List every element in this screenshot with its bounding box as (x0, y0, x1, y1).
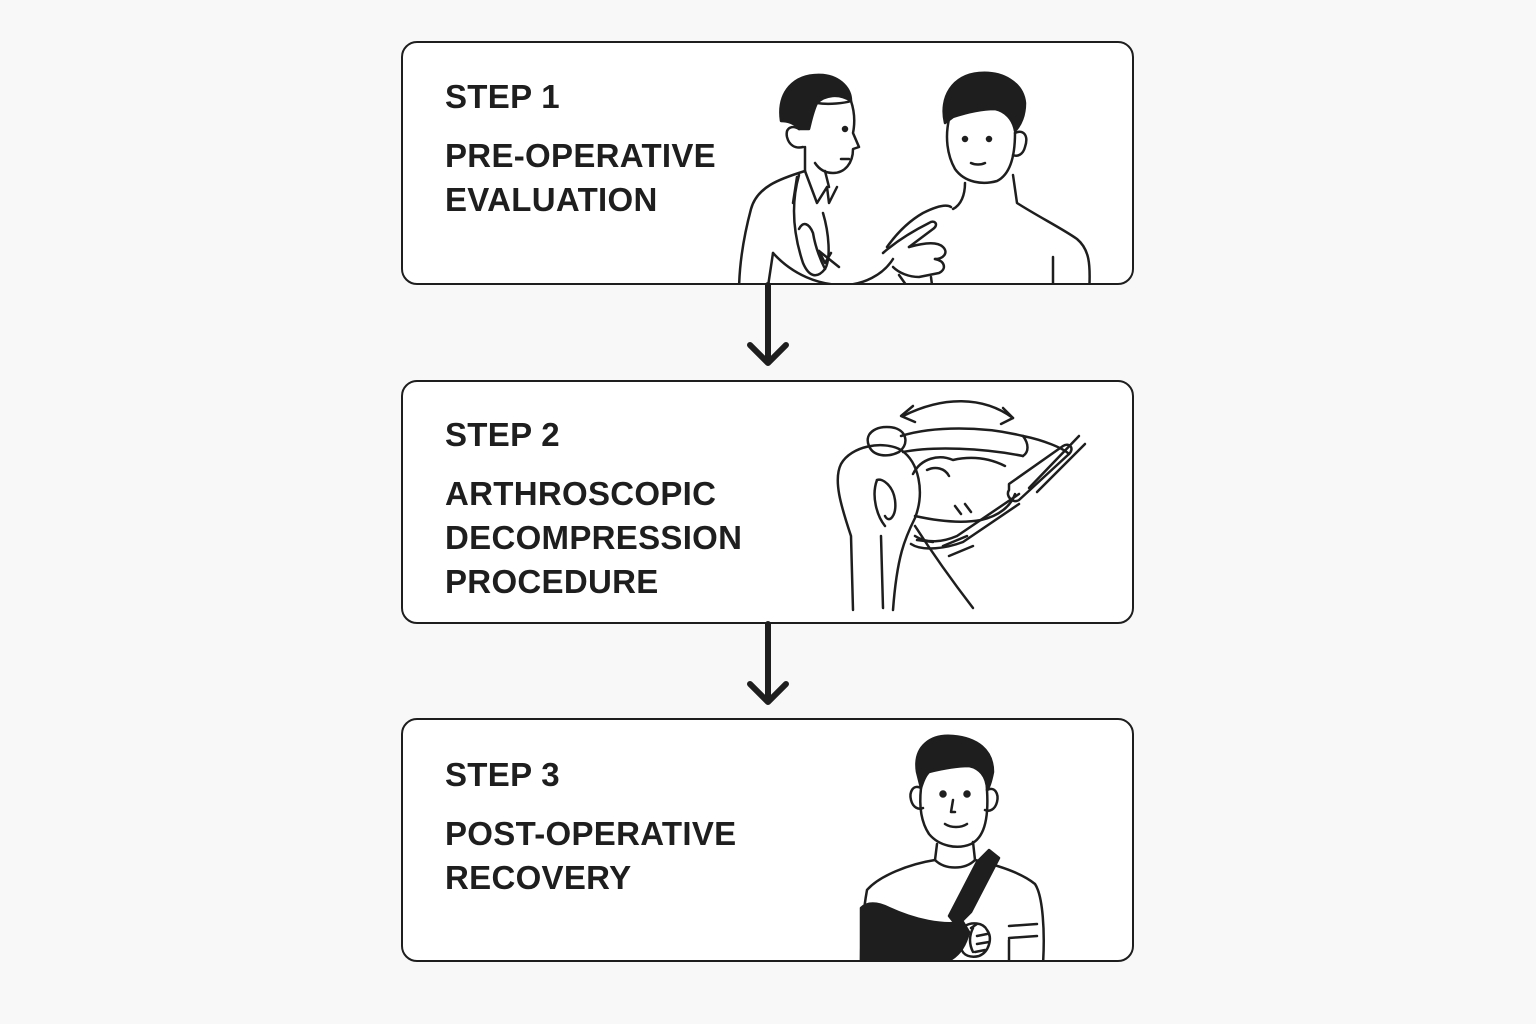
arrow-down-icon (747, 282, 789, 366)
step-3-label: STEP 3 (445, 756, 560, 793)
step-1-title-line-2: EVALUATION (445, 181, 658, 218)
step-3-title-line-2: RECOVERY (445, 859, 632, 896)
step-1-title: PRE-OPERATIVE EVALUATION (445, 134, 716, 222)
doctor-examining-patient-illustration (737, 71, 1091, 283)
step-1-card: STEP 1 PRE-OPERATIVE EVALUATION (401, 41, 1134, 285)
step-2-card: STEP 2 ARTHROSCOPIC DECOMPRESSION PROCED… (401, 380, 1134, 624)
patient-with-arm-sling-illustration (859, 734, 1045, 960)
step-1-title-line-1: PRE-OPERATIVE (445, 137, 716, 174)
step-3-title: POST-OPERATIVE RECOVERY (445, 812, 736, 900)
step-2-title-line-1: ARTHROSCOPIC (445, 475, 717, 512)
step-2-label: STEP 2 (445, 416, 560, 453)
shoulder-joint-arthroscope-illustration (836, 400, 1087, 612)
step-1-label: STEP 1 (445, 78, 560, 115)
step-3-card: STEP 3 POST-OPERATIVE RECOVERY (401, 718, 1134, 962)
step-3-title-line-1: POST-OPERATIVE (445, 815, 737, 852)
arrow-down-icon (747, 621, 789, 705)
step-2-title-line-3: PROCEDURE (445, 563, 659, 600)
step-2-title: ARTHROSCOPIC DECOMPRESSION PROCEDURE (445, 472, 742, 604)
step-2-title-line-2: DECOMPRESSION (445, 519, 743, 556)
